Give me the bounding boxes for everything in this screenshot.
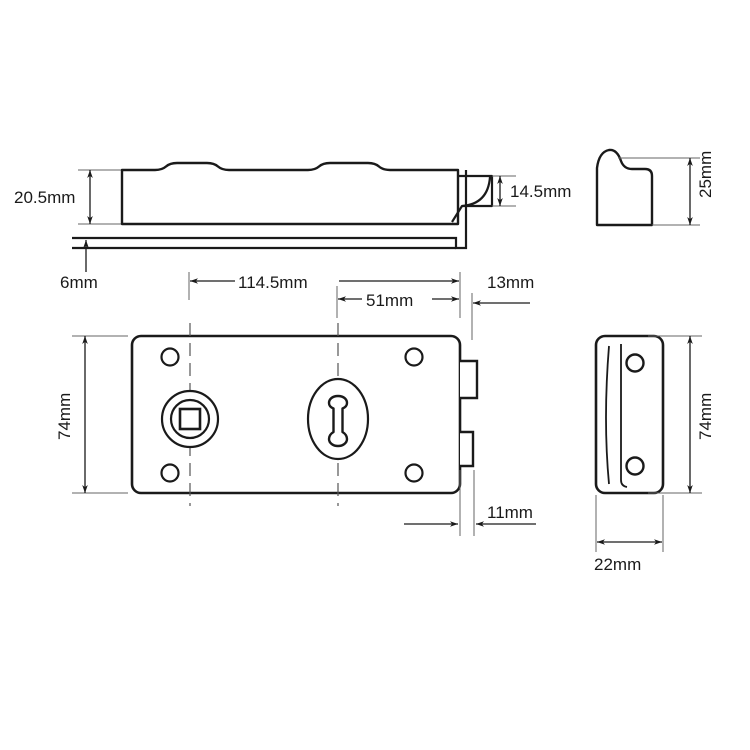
witness-lines-14-5mm bbox=[492, 175, 516, 207]
latch-bolt-profile bbox=[458, 174, 494, 208]
latch-bolt-protrusion bbox=[460, 359, 479, 400]
latch-bolt-lower-taper bbox=[451, 205, 463, 223]
dimension-label-13mm: 13mm bbox=[487, 273, 534, 292]
witness-lines-51mm bbox=[336, 286, 461, 318]
fixing-hole-bottom-left bbox=[160, 463, 180, 483]
dead-bolt-protrusion bbox=[460, 430, 475, 468]
witness-lines-74mm-keep bbox=[648, 335, 702, 494]
dimension-label-51mm: 51mm bbox=[366, 291, 413, 310]
view-keep-side-profile: 25mm bbox=[595, 148, 715, 227]
dimension-label-74mm-keep: 74mm bbox=[696, 393, 715, 440]
keyhole-icon bbox=[327, 394, 349, 448]
square-spindle-hole bbox=[178, 407, 202, 431]
keep-inner-rib-left bbox=[605, 345, 610, 485]
dimension-label-25mm: 25mm bbox=[696, 151, 715, 198]
fixing-hole-bottom-right bbox=[404, 463, 424, 483]
keep-side-profile-outline bbox=[595, 148, 654, 227]
keep-plate-outline bbox=[594, 334, 665, 495]
dimension-label-11mm: 11mm bbox=[487, 503, 533, 522]
keep-fixing-hole-top bbox=[625, 353, 645, 373]
lock-body-profile-outline bbox=[120, 161, 460, 226]
lock-case-outline bbox=[130, 334, 462, 495]
fixing-hole-top-right bbox=[404, 347, 424, 367]
dimension-label-22mm: 22mm bbox=[594, 555, 641, 574]
view-lock-front-face: 114.5mm 51mm 13mm 74mm bbox=[55, 270, 536, 536]
view-keep-front: 74mm 22mm bbox=[594, 334, 715, 574]
fixing-hole-top-left bbox=[160, 347, 180, 367]
dimension-label-14-5mm: 14.5mm bbox=[510, 182, 571, 201]
dimension-label-114-5mm: 114.5mm bbox=[238, 273, 308, 292]
label-backing-114-5mm bbox=[235, 270, 339, 292]
label-backing-51mm bbox=[362, 288, 432, 310]
keep-fixing-hole-bottom bbox=[625, 456, 645, 476]
view-top-profile: 20.5mm 14.5mm 6mm bbox=[14, 161, 571, 292]
witness-lines-22mm bbox=[595, 495, 664, 552]
keep-inner-rib-right bbox=[620, 344, 628, 488]
witness-lines-74mm-body bbox=[72, 335, 128, 494]
dimension-label-20-5mm: 20.5mm bbox=[14, 188, 75, 207]
witness-lines-25mm bbox=[618, 157, 700, 226]
dimension-label-74mm-body: 74mm bbox=[55, 393, 74, 440]
dimension-label-6mm: 6mm bbox=[60, 273, 98, 292]
